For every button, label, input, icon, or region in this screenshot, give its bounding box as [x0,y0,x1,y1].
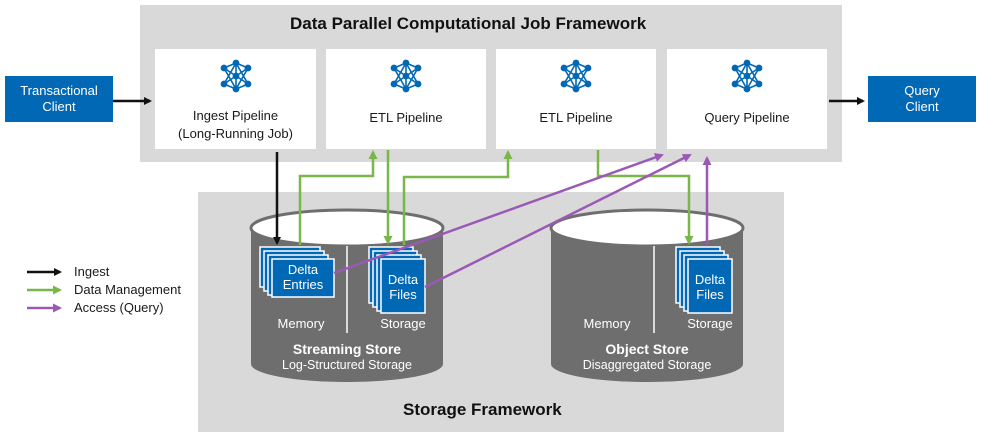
query-access-delta-files-arrow [424,153,692,289]
object-store-subtitle: Disaggregated Storage [582,358,712,372]
legend-access-query-label: Access (Query) [74,300,164,315]
query-pipeline-box: Query Pipeline [667,49,827,149]
streaming-storage-label: Storage [380,316,426,331]
delta-files-line1: Delta [694,272,726,287]
query-access-delta-entries-arrow [333,153,664,275]
object-memory-label: Memory [583,316,631,331]
delta-files-line2: Files [389,287,417,302]
pipeline-label: ETL Pipeline [369,110,443,125]
delta-files-to-etl2-arrow [402,150,513,245]
delta-files-label-object: Delta Files [688,272,732,302]
etl-pipeline-box-1: ETL Pipeline [326,49,486,149]
pipeline-label: Ingest Pipeline [192,108,279,123]
transactional-client: Transactional Client [5,76,113,122]
compute-framework-title: Data Parallel Computational Job Framewor… [290,14,647,33]
streaming-store-subtitle: Log-Structured Storage [282,358,412,372]
streaming-memory-label: Memory [277,316,325,331]
neural-network-icon [559,59,593,93]
delta-entries-line1: Delta [287,262,319,277]
delta-entries-stack [259,246,335,298]
storage-framework-title: Storage Framework [403,400,562,419]
query-client-line2: Client [905,99,939,114]
query-client: Query Client [868,76,976,122]
delta-entries-line2: Entries [282,277,324,292]
ingest-pipeline-box: Ingest Pipeline (Long-Running Job) [155,49,316,149]
delta-files-stack-object [675,246,733,314]
neural-network-icon [730,59,764,93]
object-store-name: Object Store [605,341,689,357]
query-client-line1: Query [904,83,940,98]
etl-pipeline-box-2: ETL Pipeline [496,49,656,149]
legend-data-management-label: Data Management [74,282,181,297]
delta-files-label-streaming: Delta Files [381,272,425,302]
delta-entries-to-etl-arrow [298,150,378,245]
neural-network-icon [219,59,253,93]
delta-entries-label: Delta Entries [272,262,334,292]
delta-files-line2: Files [696,287,724,302]
transactional-client-line1: Transactional [20,83,98,98]
legend-ingest-label: Ingest [74,264,110,279]
pipeline-label: ETL Pipeline [539,110,613,125]
transactional-client-line2: Client [42,99,76,114]
streaming-store-name: Streaming Store [292,341,402,357]
pipeline-label: Query Pipeline [704,110,790,125]
object-storage-label: Storage [687,316,733,331]
etl2-to-object-store-arrow [596,150,694,245]
delta-files-line1: Delta [387,272,419,287]
neural-network-icon [389,59,423,93]
pipeline-sublabel: (Long-Running Job) [178,126,293,141]
